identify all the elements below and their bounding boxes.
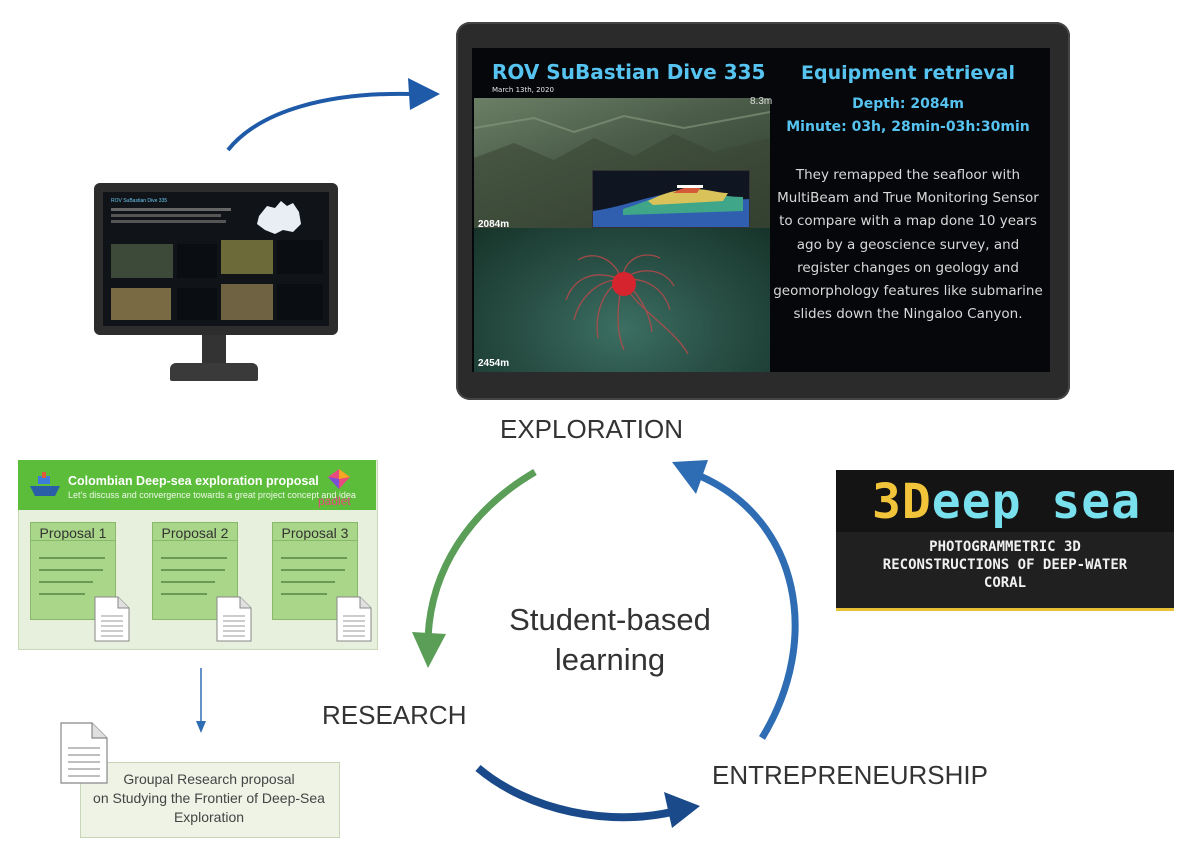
deep-sea-subtitle-band [836, 532, 1174, 608]
equipment-retrieval-title: Equipment retrieval [801, 62, 1015, 84]
small-monitor-photo [221, 284, 273, 320]
center-label-line2: learning [554, 642, 666, 677]
padlet-header [18, 460, 376, 510]
padlet-down-arrowhead [196, 721, 206, 733]
padlet-title: Colombian Deep-sea exploration proposal [68, 474, 319, 488]
small-monitor-text-block [177, 244, 217, 278]
small-monitor-text-block [277, 240, 323, 274]
padlet-subtitle: Let's discuss and convergence towards a … [68, 490, 356, 500]
dive-date: March 13th, 2020 [492, 86, 554, 94]
exploration-to-research-arrowhead [412, 632, 446, 668]
depth-mid-readout: 2084m [478, 219, 510, 230]
equipment-minute: Minute: 03h, 28min-03h:30min [786, 119, 1030, 135]
student-based-learning-label: Student-based learning [470, 600, 750, 680]
exploration-label: EXPLORATION [500, 414, 684, 444]
small-monitor-text-line [111, 214, 221, 217]
deep-sea-sub-line2: RECONSTRUCTIONS OF DEEP-WATER [882, 557, 1128, 573]
group-proposal-line1: Groupal Research proposal [123, 771, 295, 787]
proposal-3-label: Proposal 3 [272, 522, 358, 544]
monitor-to-monitor-arrowhead [408, 78, 440, 110]
australia-map-icon [257, 201, 301, 234]
dive-title: ROV SuBastian Dive 335 [492, 60, 766, 84]
small-monitor-text-line [111, 208, 231, 211]
small-monitor-text-block [177, 288, 217, 320]
small-monitor-base [170, 363, 258, 381]
deep-sea-title: 3Deep sea [872, 474, 1141, 530]
deep-sea-sub-line1: PHOTOGRAMMETRIC 3D [929, 539, 1081, 555]
ship-icon [30, 472, 60, 496]
depth-top-readout: 8.3m [750, 96, 773, 107]
entrepreneurship-to-exploration-arrowhead [672, 460, 708, 494]
proposal-1-label: Proposal 1 [30, 522, 116, 544]
deep-sea-subtitle: PHOTOGRAMMETRIC 3D RECONSTRUCTIONS OF DE… [836, 538, 1174, 592]
deep-sea-title-rest: eep sea [931, 474, 1142, 530]
small-monitor-title: ROV SuBastian Dive 335 [111, 198, 168, 204]
small-monitor-photo [111, 244, 173, 278]
research-label: RESEARCH [322, 700, 467, 730]
deep-sea-sub-line3: CORAL [983, 575, 1027, 591]
small-monitor-text-line [111, 220, 226, 223]
equipment-depth: Depth: 2084m [852, 96, 964, 112]
group-proposal-line2: on Studying the Frontier of Deep-Sea [93, 790, 325, 806]
document-icon [94, 596, 130, 642]
group-research-proposal-box [80, 762, 340, 838]
monitor-to-monitor-arrow [226, 91, 413, 152]
document-icon [216, 596, 252, 642]
research-to-entrepreneurship-arrowhead [664, 792, 700, 828]
seafloor-photo-bottom [474, 228, 770, 372]
proposal-2-label: Proposal 2 [152, 522, 238, 544]
deep-sea-title-prefix: 3D [872, 474, 932, 530]
depth-bottom-readout: 2454m [478, 358, 510, 369]
center-label-line1: Student-based [509, 602, 711, 637]
entrepreneurship-label: ENTREPRENEURSHIP [712, 760, 988, 790]
small-monitor-screen: ROV SuBastian Dive 335 [103, 192, 329, 326]
equipment-description: They remapped the seafloor with MultiBea… [773, 167, 1043, 323]
research-to-entrepreneurship-arrow [475, 764, 673, 822]
bathymetry-map-inset [592, 170, 750, 228]
document-icon [60, 722, 108, 784]
small-monitor-photo [111, 288, 171, 320]
small-monitor-photo [221, 240, 273, 274]
padlet-logo-icon [328, 469, 350, 489]
exploration-to-research-arrow [424, 468, 537, 641]
entrepreneurship-to-exploration-arrow [698, 472, 799, 740]
small-monitor-neck [202, 335, 226, 365]
padlet-brand: padlet [318, 494, 351, 508]
small-monitor-text-block [277, 284, 323, 320]
document-icon [336, 596, 372, 642]
group-research-proposal-text: Groupal Research proposal on Studying th… [80, 770, 338, 827]
group-proposal-line3: Exploration [173, 809, 245, 825]
